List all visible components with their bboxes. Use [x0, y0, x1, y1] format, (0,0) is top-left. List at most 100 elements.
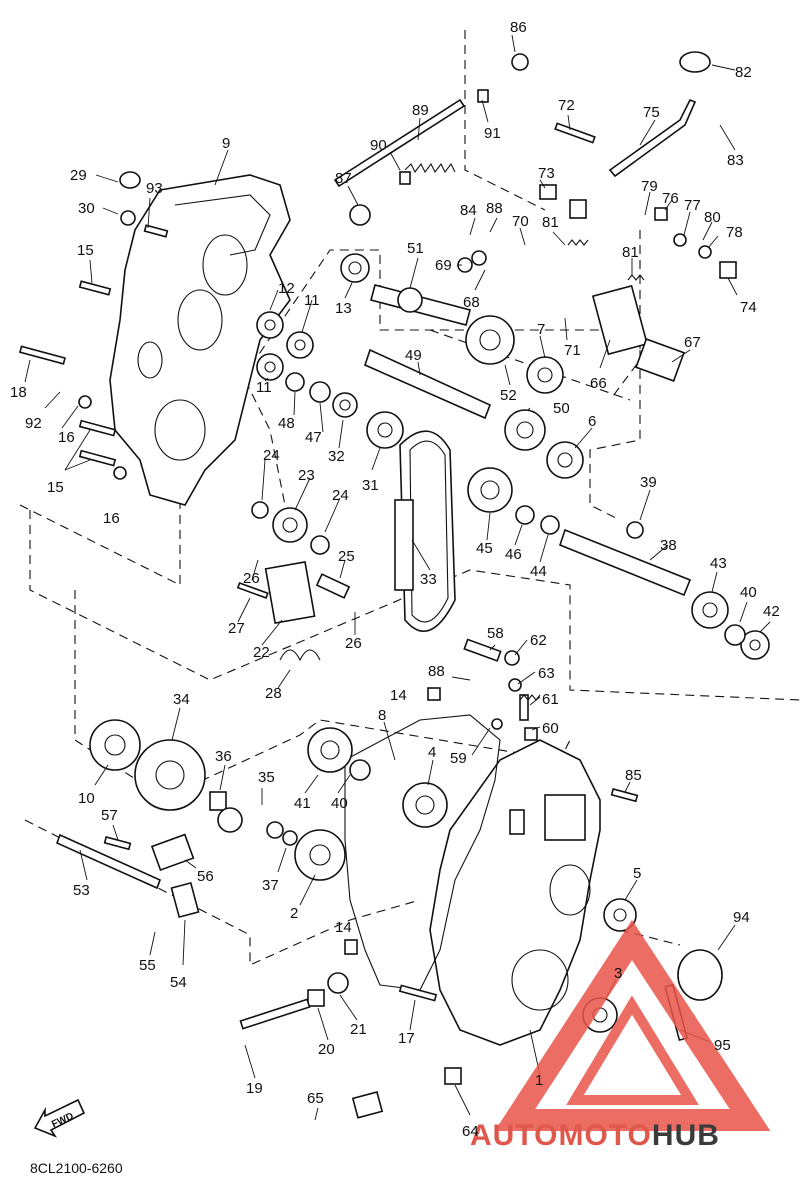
callout-50: 50: [553, 400, 570, 417]
callout-72: 72: [558, 97, 575, 114]
callout-31: 31: [362, 477, 379, 494]
callout-88: 88: [486, 200, 503, 217]
callout-76: 76: [662, 190, 679, 207]
callout-10: 10: [78, 790, 95, 807]
callout-88: 88: [428, 663, 445, 680]
callout-34: 34: [173, 691, 190, 708]
callout-68: 68: [463, 294, 480, 311]
callout-81: 81: [622, 244, 639, 261]
callout-32: 32: [328, 448, 345, 465]
callout-18: 18: [10, 384, 27, 401]
callout-51: 51: [407, 240, 424, 257]
callout-43: 43: [710, 555, 727, 572]
callout-24: 24: [263, 447, 280, 464]
callout-60: 60: [542, 720, 559, 737]
callout-16: 16: [103, 510, 120, 527]
callout-45: 45: [476, 540, 493, 557]
callout-24: 24: [332, 487, 349, 504]
callout-87: 87: [335, 170, 352, 187]
callout-95: 95: [714, 1037, 731, 1054]
callout-80: 80: [704, 209, 721, 226]
callout-22: 22: [253, 644, 270, 661]
callout-92: 92: [25, 415, 42, 432]
callout-93: 93: [146, 180, 163, 197]
callout-81: 81: [542, 214, 559, 231]
watermark-text: AUTOMOTOHUB: [470, 1119, 720, 1152]
callout-21: 21: [350, 1021, 367, 1038]
callout-71: 71: [564, 342, 581, 359]
callout-8: 8: [378, 707, 386, 724]
callout-49: 49: [405, 347, 422, 364]
left-crankcase: [109, 174, 291, 506]
callout-91: 91: [484, 125, 501, 142]
callout-67: 67: [684, 334, 701, 351]
callout-41: 41: [294, 795, 311, 812]
callout-64: 64: [462, 1123, 479, 1140]
callout-47: 47: [305, 429, 322, 446]
callout-40: 40: [740, 584, 757, 601]
callout-5: 5: [633, 865, 641, 882]
callout-11: 11: [304, 292, 320, 309]
callout-46: 46: [505, 546, 522, 563]
callout-23: 23: [298, 467, 315, 484]
callout-83: 83: [727, 152, 744, 169]
callout-14: 14: [335, 919, 352, 936]
callout-29: 29: [70, 167, 87, 184]
gears: [134, 287, 729, 811]
callout-15: 15: [77, 242, 94, 259]
callout-40: 40: [331, 795, 348, 812]
callout-70: 70: [512, 213, 529, 230]
callout-48: 48: [278, 415, 295, 432]
callout-58: 58: [487, 625, 504, 642]
callout-26: 26: [243, 570, 260, 587]
callout-77: 77: [684, 197, 701, 214]
callout-35: 35: [258, 769, 275, 786]
forward-arrow-icon: FWD: [33, 1098, 86, 1138]
callout-7: 7: [537, 321, 545, 338]
callout-69: 69: [435, 257, 452, 274]
callout-9: 9: [222, 135, 230, 152]
callout-15: 15: [47, 479, 64, 496]
callout-28: 28: [265, 685, 282, 702]
callout-86: 86: [510, 19, 527, 36]
callout-17: 17: [398, 1030, 415, 1047]
callout-33: 33: [420, 571, 437, 588]
callout-59: 59: [450, 750, 467, 767]
callout-53: 53: [73, 882, 90, 899]
callout-52: 52: [500, 387, 517, 404]
watermark-logo: [494, 919, 771, 1131]
callout-labels: 1 2 3 4 5 6 7 8 9 10 11 11 12 13 14 14 1…: [10, 19, 780, 1140]
callout-11: 11: [256, 379, 272, 396]
callout-44: 44: [530, 563, 547, 580]
springs: [279, 162, 645, 701]
callout-75: 75: [643, 104, 660, 121]
callout-84: 84: [460, 202, 477, 219]
callout-2: 2: [290, 905, 298, 922]
bearings: [89, 253, 770, 1033]
callout-65: 65: [307, 1090, 324, 1107]
crankcase-gasket: [344, 714, 501, 991]
callout-38: 38: [660, 537, 677, 554]
callout-26: 26: [345, 635, 362, 652]
diagram-code: 8CL2100-6260: [30, 1160, 123, 1176]
callout-63: 63: [538, 665, 555, 682]
callout-12: 12: [278, 280, 295, 297]
callout-14: 14: [390, 687, 407, 704]
callout-85: 85: [625, 767, 642, 784]
callout-13: 13: [335, 300, 352, 317]
callout-62: 62: [530, 632, 547, 649]
callout-74: 74: [740, 299, 757, 316]
right-crankcase: [429, 739, 601, 1046]
callout-61: 61: [542, 691, 559, 708]
callout-56: 56: [197, 868, 214, 885]
small-parts: [18, 51, 746, 1119]
callout-19: 19: [246, 1080, 263, 1097]
callout-89: 89: [412, 102, 429, 119]
callout-42: 42: [763, 603, 780, 620]
callout-27: 27: [228, 620, 245, 637]
callout-36: 36: [215, 748, 232, 765]
callout-79: 79: [641, 178, 658, 195]
callout-66: 66: [590, 375, 607, 392]
